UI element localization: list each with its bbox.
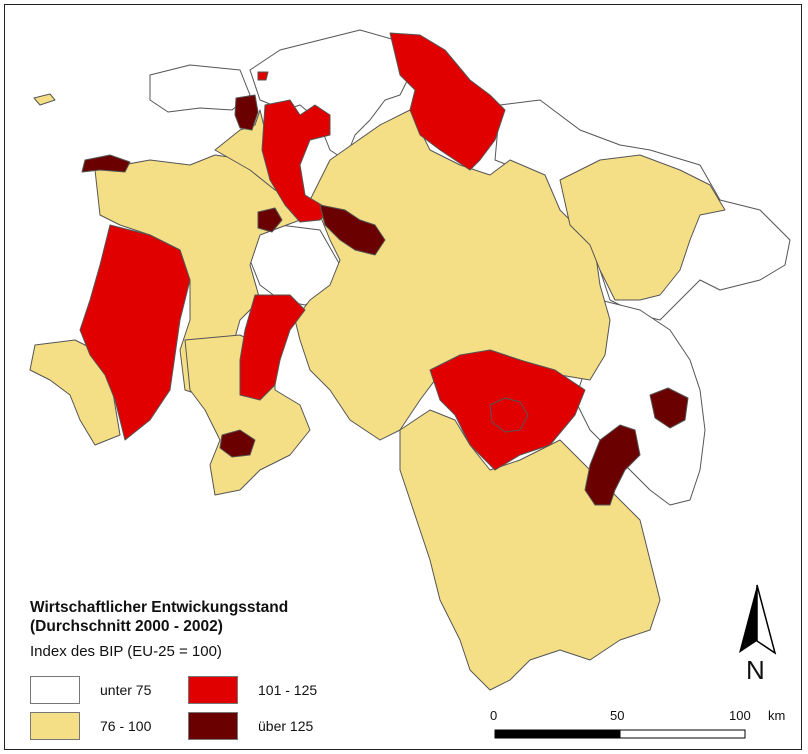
legend-swatch-ueber-125 (188, 712, 238, 740)
legend-title: Wirtschaftlicher Entwickungsstand (Durch… (30, 598, 288, 636)
region-island-west (33, 93, 56, 106)
legend-subtitle: Index des BIP (EU-25 = 100) (30, 643, 222, 660)
north-arrow-icon (739, 584, 777, 655)
scale-tick-0: 0 (490, 708, 498, 723)
legend-swatch-76-100 (30, 712, 80, 740)
region-north-islands (149, 64, 251, 113)
legend-item-76-100: 76 - 100 (30, 712, 151, 740)
scale-unit: km (768, 708, 786, 723)
region-emsland (79, 224, 191, 441)
region-emden (81, 154, 131, 173)
legend-label-ueber-125: über 125 (258, 718, 314, 734)
legend-item-ueber-125: über 125 (188, 712, 313, 740)
region-bremerhaven-cuxhaven (389, 32, 506, 171)
legend-title-line2: (Durchschnitt 2000 - 2002) (30, 618, 223, 635)
legend-title-line1: Wirtschaftlicher Entwickungsstand (30, 599, 289, 616)
north-arrow-letter: N (746, 655, 765, 685)
region-wolfsburg (649, 387, 689, 429)
region-oldenburg (257, 207, 283, 233)
region-hannover-city (489, 397, 529, 433)
legend-swatch-unter-75 (30, 676, 80, 704)
region-wilhelmshaven (234, 94, 259, 131)
region-east-altmark (559, 154, 726, 301)
scale-bar (494, 729, 746, 739)
legend-label-76-100: 76 - 100 (100, 718, 152, 734)
region-wesermarsch (261, 99, 331, 223)
scale-tick-50: 50 (610, 708, 625, 723)
scale-tick-100: 100 (729, 708, 751, 723)
region-salzgitter (584, 424, 641, 506)
region-vechta (239, 294, 306, 401)
region-hannover (429, 349, 586, 471)
legend-item-101-125: 101 - 125 (188, 676, 317, 704)
legend-label-101-125: 101 - 125 (258, 682, 318, 698)
legend-label-unter-75: unter 75 (100, 682, 152, 698)
region-east-frisia-tip (257, 71, 269, 81)
legend-swatch-101-125 (188, 676, 238, 704)
legend-item-unter-75: unter 75 (30, 676, 151, 704)
region-osnabrueck-city (219, 429, 256, 458)
region-bremen (319, 204, 386, 256)
